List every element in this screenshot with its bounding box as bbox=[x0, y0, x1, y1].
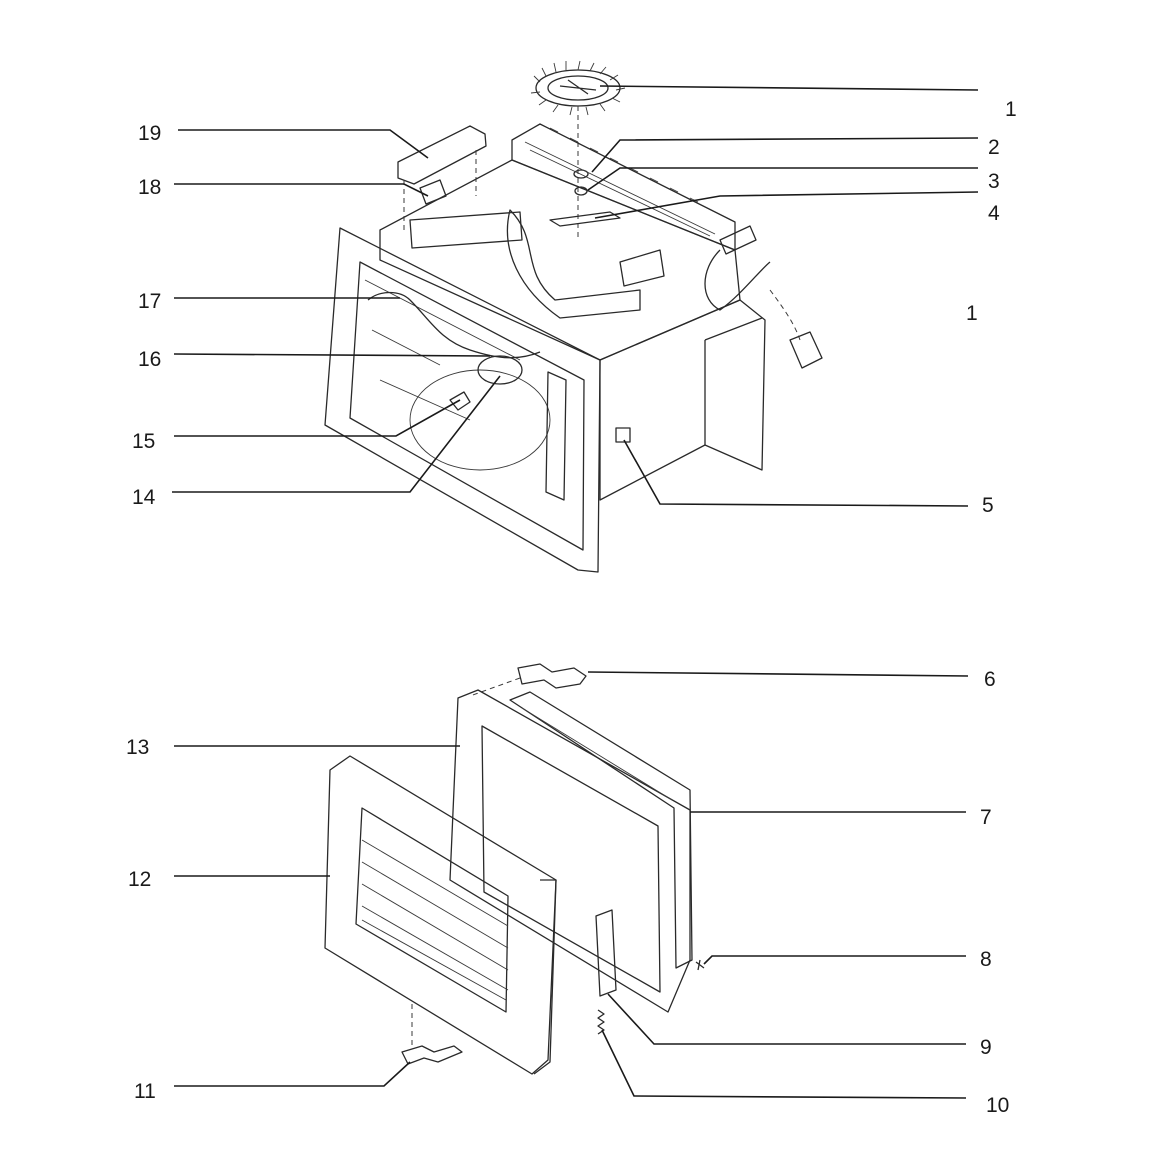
callout-19: 19 bbox=[138, 122, 161, 145]
callout-5: 5 bbox=[982, 494, 994, 517]
door-outer-part bbox=[324, 755, 557, 1075]
latch-part bbox=[595, 909, 617, 997]
leader-lines bbox=[172, 85, 979, 1099]
callout-13: 13 bbox=[126, 736, 149, 759]
power-cord-holder bbox=[719, 225, 757, 255]
front-frame bbox=[324, 227, 601, 573]
washer-part bbox=[573, 169, 589, 179]
callout-15: 15 bbox=[132, 430, 155, 453]
callout-6: 6 bbox=[984, 668, 996, 691]
stirrer-bracket-part bbox=[549, 211, 621, 227]
top-vent-panel bbox=[511, 123, 736, 251]
interlock-switch-part bbox=[545, 371, 567, 501]
door-choke-part bbox=[509, 691, 693, 969]
callout-14: 14 bbox=[132, 486, 156, 509]
hinge-bottom-part bbox=[401, 1045, 463, 1065]
washer-part bbox=[574, 186, 588, 196]
spring-part bbox=[597, 1009, 605, 1035]
cabinet-assembly bbox=[324, 60, 823, 573]
coupler-part bbox=[477, 355, 523, 385]
bracket-part-19 bbox=[397, 125, 487, 185]
callout-11: 11 bbox=[134, 1080, 156, 1103]
callout-18: 18 bbox=[138, 176, 161, 199]
callout-10: 10 bbox=[986, 1094, 1009, 1117]
callout-9: 9 bbox=[980, 1036, 992, 1059]
callout-2: 2 bbox=[988, 136, 1000, 159]
cabinet-side-panel bbox=[599, 299, 766, 501]
hinge-top-part bbox=[517, 663, 587, 689]
wave-guide-part bbox=[506, 209, 641, 319]
screw-part bbox=[695, 959, 705, 971]
door-frame-part bbox=[449, 689, 691, 1013]
callout-17: 17 bbox=[138, 290, 161, 313]
callout-7: 7 bbox=[980, 806, 992, 829]
window-part bbox=[615, 427, 631, 443]
callout-12: 12 bbox=[128, 868, 151, 891]
callout-16: 16 bbox=[138, 348, 161, 371]
door-assembly bbox=[324, 663, 705, 1075]
wire-harness-part bbox=[367, 291, 541, 359]
roller-part bbox=[449, 391, 471, 411]
plug-part bbox=[789, 331, 823, 369]
callout-1-cord: 1 bbox=[966, 302, 978, 325]
callout-8: 8 bbox=[980, 948, 992, 971]
callout-1-fan: 1 bbox=[1005, 98, 1017, 121]
callout-4: 4 bbox=[988, 202, 1000, 225]
bracket-part-18 bbox=[419, 179, 447, 205]
callout-3: 3 bbox=[988, 170, 1000, 193]
callout-labels: 1 2 3 4 1 5 19 18 17 16 15 14 6 13 7 12 … bbox=[126, 98, 1017, 1117]
turntable-part bbox=[409, 369, 551, 471]
